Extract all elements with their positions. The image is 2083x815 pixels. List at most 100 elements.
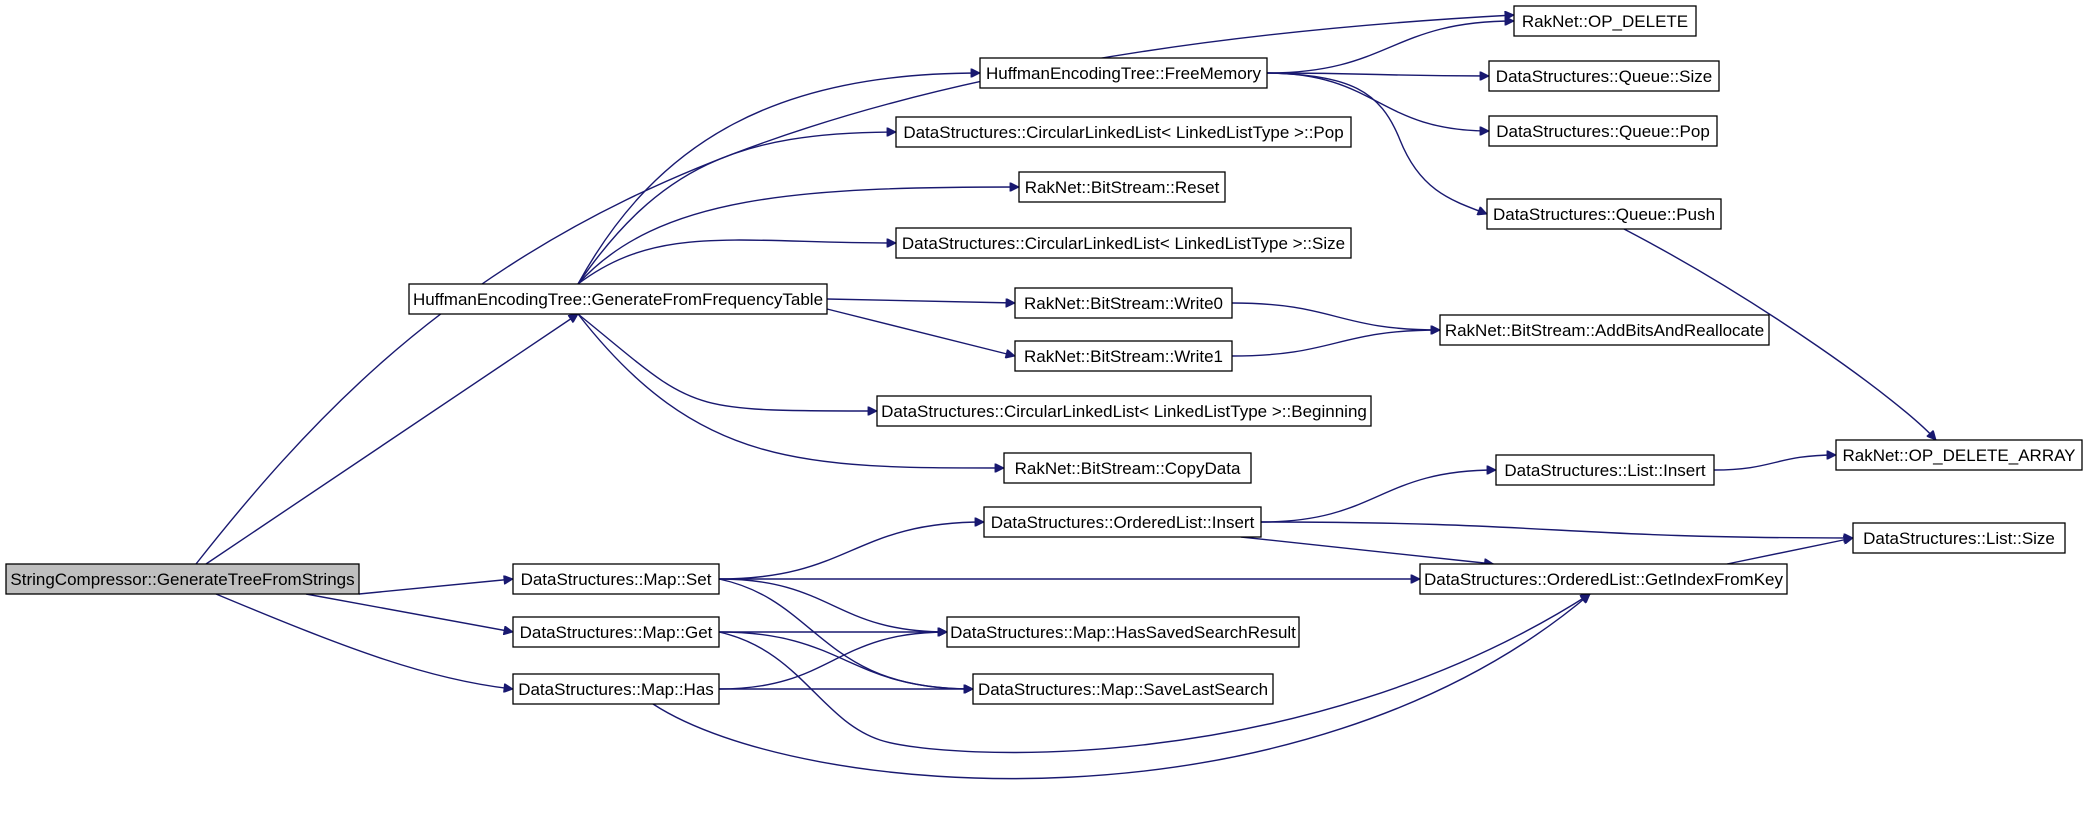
node-label: DataStructures::Queue::Push bbox=[1493, 205, 1715, 224]
node-box bbox=[946, 616, 1300, 648]
function-node-lsize[interactable]: DataStructures::List::Size bbox=[1852, 522, 2066, 554]
edge-root-to-mget bbox=[305, 593, 513, 632]
edge-w1-to-abar bbox=[1231, 330, 1440, 357]
node-box bbox=[1014, 340, 1233, 372]
edge-root-to-gft bbox=[205, 313, 578, 565]
node-label: DataStructures::OrderedList::GetIndexFro… bbox=[1424, 570, 1784, 589]
function-node-qpush[interactable]: DataStructures::Queue::Push bbox=[1486, 198, 1722, 230]
node-box bbox=[1018, 171, 1226, 203]
edge-gft-to-bsreset bbox=[577, 187, 1019, 285]
function-node-opda[interactable]: RakNet::OP_DELETE_ARRAY bbox=[1835, 439, 2083, 471]
node-box bbox=[1488, 115, 1718, 147]
edge-mset-to-hssr bbox=[718, 578, 947, 632]
function-node-sls[interactable]: DataStructures::Map::SaveLastSearch bbox=[972, 673, 1274, 705]
node-label: RakNet::OP_DELETE_ARRAY bbox=[1842, 446, 2075, 465]
function-node-w0[interactable]: RakNet::BitStream::Write0 bbox=[1014, 287, 1233, 319]
function-node-mset[interactable]: DataStructures::Map::Set bbox=[512, 563, 720, 595]
edge-olins-to-lins bbox=[1260, 470, 1496, 523]
function-node-w1[interactable]: RakNet::BitStream::Write1 bbox=[1014, 340, 1233, 372]
node-label: DataStructures::CircularLinkedList< Link… bbox=[881, 402, 1367, 421]
edge-qpush-to-opda bbox=[1623, 228, 1936, 440]
function-node-cllsize[interactable]: DataStructures::CircularLinkedList< Link… bbox=[895, 227, 1352, 259]
edge-mhas-to-hssr bbox=[718, 632, 947, 690]
function-node-lins[interactable]: DataStructures::List::Insert bbox=[1495, 454, 1715, 486]
node-label: DataStructures::CircularLinkedList< Link… bbox=[902, 234, 1345, 253]
node-label: StringCompressor::GenerateTreeFromString… bbox=[10, 570, 354, 589]
node-box bbox=[983, 506, 1262, 538]
node-label: HuffmanEncodingTree::FreeMemory bbox=[986, 64, 1261, 83]
function-node-mhas[interactable]: DataStructures::Map::Has bbox=[512, 673, 720, 705]
edge-gft-to-cd bbox=[577, 313, 1004, 468]
edge-gft-to-cllsize bbox=[577, 240, 896, 285]
function-node-opd[interactable]: RakNet::OP_DELETE bbox=[1513, 5, 1697, 37]
function-node-gifk[interactable]: DataStructures::OrderedList::GetIndexFro… bbox=[1419, 563, 1788, 595]
function-node-cd[interactable]: RakNet::BitStream::CopyData bbox=[1003, 452, 1252, 484]
node-box bbox=[895, 116, 1352, 148]
function-node-qsize[interactable]: DataStructures::Queue::Size bbox=[1488, 60, 1720, 92]
node-label: RakNet::BitStream::Write0 bbox=[1024, 294, 1223, 313]
node-box bbox=[1419, 563, 1788, 595]
node-label: DataStructures::Map::SaveLastSearch bbox=[978, 680, 1268, 699]
node-box bbox=[1488, 60, 1720, 92]
node-label: RakNet::BitStream::Write1 bbox=[1024, 347, 1223, 366]
node-box bbox=[512, 563, 720, 595]
edge-gft-to-fm bbox=[577, 73, 980, 285]
edge-olins-to-lsize bbox=[1260, 521, 1853, 538]
node-label: DataStructures::List::Size bbox=[1863, 529, 2055, 548]
function-node-fm[interactable]: HuffmanEncodingTree::FreeMemory bbox=[979, 57, 1268, 89]
node-box bbox=[512, 673, 720, 705]
node-box bbox=[1835, 439, 2083, 471]
node-label: DataStructures::Map::Set bbox=[521, 570, 712, 589]
edge-mget-to-sls bbox=[718, 631, 973, 689]
node-label: RakNet::BitStream::Reset bbox=[1025, 178, 1220, 197]
node-box bbox=[979, 57, 1268, 89]
function-node-abar[interactable]: RakNet::BitStream::AddBitsAndReallocate bbox=[1439, 314, 1770, 346]
node-label: DataStructures::CircularLinkedList< Link… bbox=[903, 123, 1343, 142]
node-box bbox=[512, 616, 720, 648]
edge-olins-to-gifk bbox=[1240, 536, 1494, 564]
node-box bbox=[1439, 314, 1770, 346]
edge-fm-to-qpush bbox=[1266, 72, 1487, 214]
edge-root-to-mhas bbox=[215, 593, 513, 689]
edge-gft-to-cllbeg bbox=[577, 313, 877, 411]
node-box bbox=[972, 673, 1274, 705]
edge-mset-to-olins bbox=[718, 522, 984, 580]
function-node-gft[interactable]: HuffmanEncodingTree::GenerateFromFrequen… bbox=[408, 283, 828, 315]
node-box bbox=[895, 227, 1352, 259]
edge-w0-to-abar bbox=[1231, 302, 1440, 330]
edge-gft-to-cllpop bbox=[577, 132, 896, 285]
edge-fm-to-qsize bbox=[1266, 73, 1489, 76]
function-node-cllbeg[interactable]: DataStructures::CircularLinkedList< Link… bbox=[876, 395, 1372, 427]
function-node-olins[interactable]: DataStructures::OrderedList::Insert bbox=[983, 506, 1262, 538]
root-function-node[interactable]: StringCompressor::GenerateTreeFromString… bbox=[5, 563, 360, 595]
node-box bbox=[5, 563, 360, 595]
function-node-qpop[interactable]: DataStructures::Queue::Pop bbox=[1488, 115, 1718, 147]
function-node-bsreset[interactable]: RakNet::BitStream::Reset bbox=[1018, 171, 1226, 203]
edge-fm-to-opd bbox=[1266, 21, 1514, 74]
node-label: DataStructures::OrderedList::Insert bbox=[991, 513, 1255, 532]
edge-mget-to-gifk bbox=[718, 593, 1590, 754]
node-box bbox=[1486, 198, 1722, 230]
edge-gft-to-w0 bbox=[826, 299, 1015, 303]
node-label: DataStructures::Map::Has bbox=[518, 680, 714, 699]
node-label: RakNet::BitStream::AddBitsAndReallocate bbox=[1445, 321, 1764, 340]
node-label: DataStructures::Queue::Size bbox=[1496, 67, 1712, 86]
node-box bbox=[1495, 454, 1715, 486]
node-box bbox=[1852, 522, 2066, 554]
node-label: HuffmanEncodingTree::GenerateFromFrequen… bbox=[413, 290, 823, 309]
function-node-hssr[interactable]: DataStructures::Map::HasSavedSearchResul… bbox=[946, 616, 1300, 648]
edge-mhas-to-gifk bbox=[652, 594, 1590, 780]
edge-gifk-to-lsize bbox=[1726, 538, 1853, 565]
node-box bbox=[1014, 287, 1233, 319]
node-label: DataStructures::Map::HasSavedSearchResul… bbox=[950, 623, 1296, 642]
function-node-mget[interactable]: DataStructures::Map::Get bbox=[512, 616, 720, 648]
node-box bbox=[1003, 452, 1252, 484]
node-label: DataStructures::Queue::Pop bbox=[1496, 122, 1710, 141]
node-box bbox=[876, 395, 1372, 427]
function-node-cllpop[interactable]: DataStructures::CircularLinkedList< Link… bbox=[895, 116, 1352, 148]
node-label: DataStructures::Map::Get bbox=[520, 623, 713, 642]
node-label: RakNet::BitStream::CopyData bbox=[1015, 459, 1241, 478]
edge-root-to-mset bbox=[358, 579, 513, 595]
edge-gft-to-w1 bbox=[826, 308, 1015, 356]
